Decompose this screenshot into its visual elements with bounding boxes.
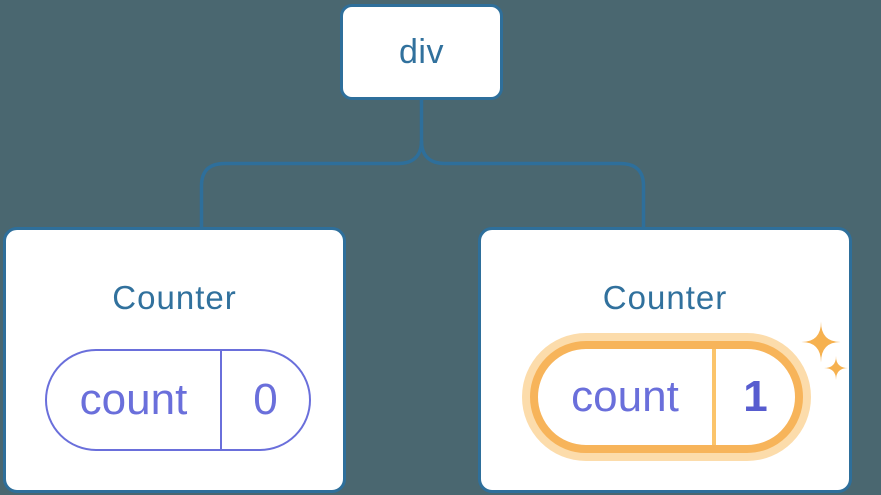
sparkle-icon bbox=[801, 321, 848, 380]
component-title: Counter bbox=[602, 279, 728, 316]
counter-node-left: Counter count 0 bbox=[3, 227, 346, 493]
state-pill: count 0 bbox=[45, 349, 311, 451]
state-value: 0 bbox=[253, 375, 278, 424]
root-node-label: div bbox=[399, 32, 444, 71]
counter-node-right: Counter count 1 bbox=[478, 227, 852, 493]
state-value: 1 bbox=[743, 372, 768, 421]
component-title: Counter bbox=[112, 279, 237, 316]
connector-branch-left bbox=[199, 140, 424, 229]
root-node: div bbox=[340, 4, 503, 100]
state-pill-highlighted: count 1 bbox=[530, 341, 803, 453]
pill-divider bbox=[712, 349, 716, 445]
state-key-label: count bbox=[571, 372, 679, 421]
connector-branch-right bbox=[419, 140, 646, 229]
sparkle-small-icon bbox=[824, 356, 848, 380]
sparkle-large-icon bbox=[801, 321, 841, 363]
state-key-label: count bbox=[79, 375, 188, 424]
pill-divider bbox=[220, 351, 222, 449]
